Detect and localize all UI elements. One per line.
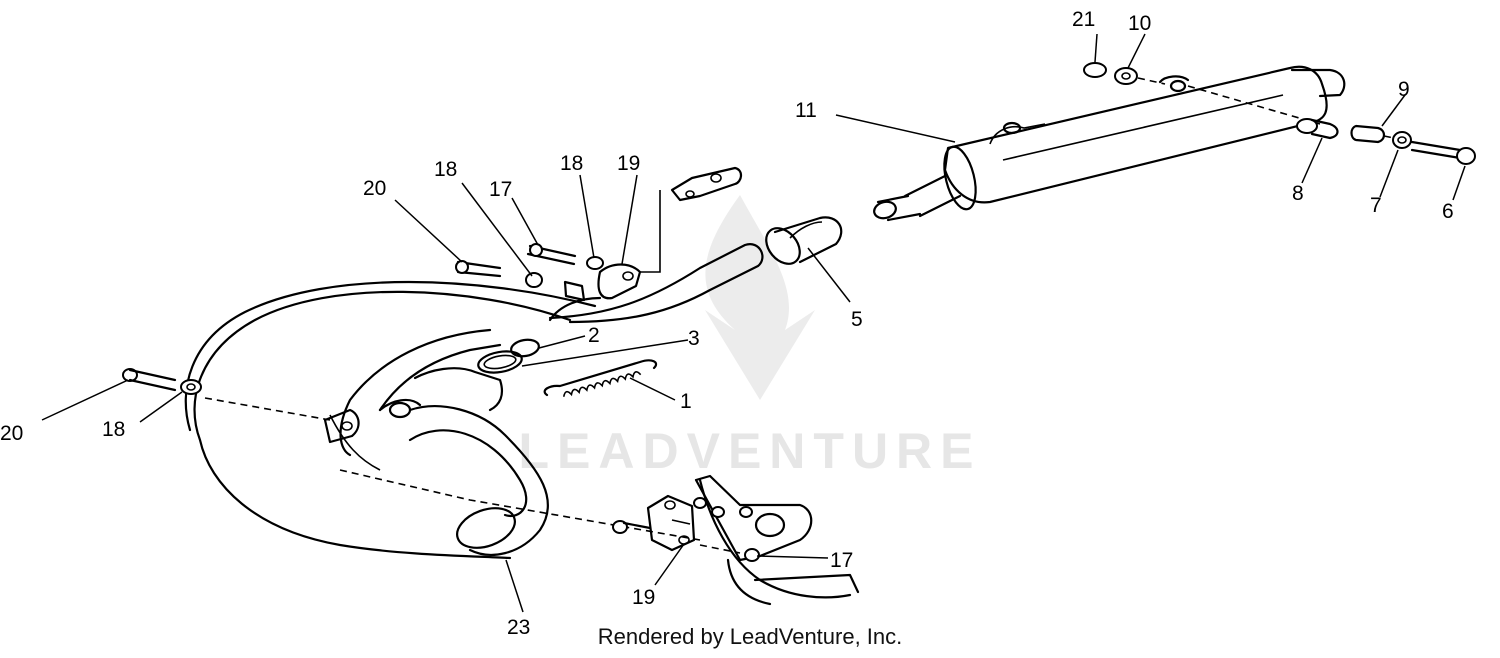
- footer-credit: Rendered by LeadVenture, Inc.: [597, 624, 903, 649]
- lower-bracket-hardware: [612, 474, 860, 606]
- leader-lines: [41, 33, 1466, 613]
- callout-8: 8: [1292, 182, 1304, 205]
- callout-17-lower: 17: [830, 549, 853, 572]
- callout-20-upper: 20: [363, 177, 386, 200]
- callout-17-upper: 17: [489, 178, 512, 201]
- callout-18-left: 18: [102, 418, 125, 441]
- callout-20-left: 20: [0, 422, 23, 445]
- callout-9: 9: [1398, 78, 1410, 101]
- callout-3: 3: [688, 327, 700, 350]
- callout-19-lower: 19: [632, 586, 655, 609]
- callout-5: 5: [851, 308, 863, 331]
- expansion-chamber: [184, 243, 764, 560]
- callout-23: 23: [507, 616, 530, 639]
- callout-21: 21: [1072, 8, 1095, 31]
- gasket-spring-set: [477, 338, 658, 397]
- callout-10: 10: [1128, 12, 1151, 35]
- nut-washer-top: [1083, 62, 1166, 85]
- callout-11: 11: [795, 99, 817, 122]
- upper-bracket-hardware: [455, 166, 743, 302]
- callout-2: 2: [588, 324, 600, 347]
- mounting-hardware-right: [1187, 85, 1476, 165]
- watermark: LEADVENTURE: [518, 195, 981, 479]
- callout-18-upper-left: 18: [434, 158, 457, 181]
- watermark-flame-logo: [705, 195, 815, 400]
- joint-sleeve: [765, 216, 843, 265]
- callout-7: 7: [1370, 194, 1382, 217]
- left-bolt-hardware: [122, 368, 202, 395]
- callout-18-upper-right: 18: [560, 152, 583, 175]
- callout-1: 1: [680, 390, 692, 413]
- callout-labels: 21 10 11 9 8 7 6 20 18 17 18 19 5 2 3 1 …: [0, 8, 1454, 639]
- callout-19-upper: 19: [617, 152, 640, 175]
- callout-6: 6: [1442, 200, 1454, 223]
- silencer-muffler: [873, 65, 1346, 222]
- watermark-text: LEADVENTURE: [518, 423, 981, 479]
